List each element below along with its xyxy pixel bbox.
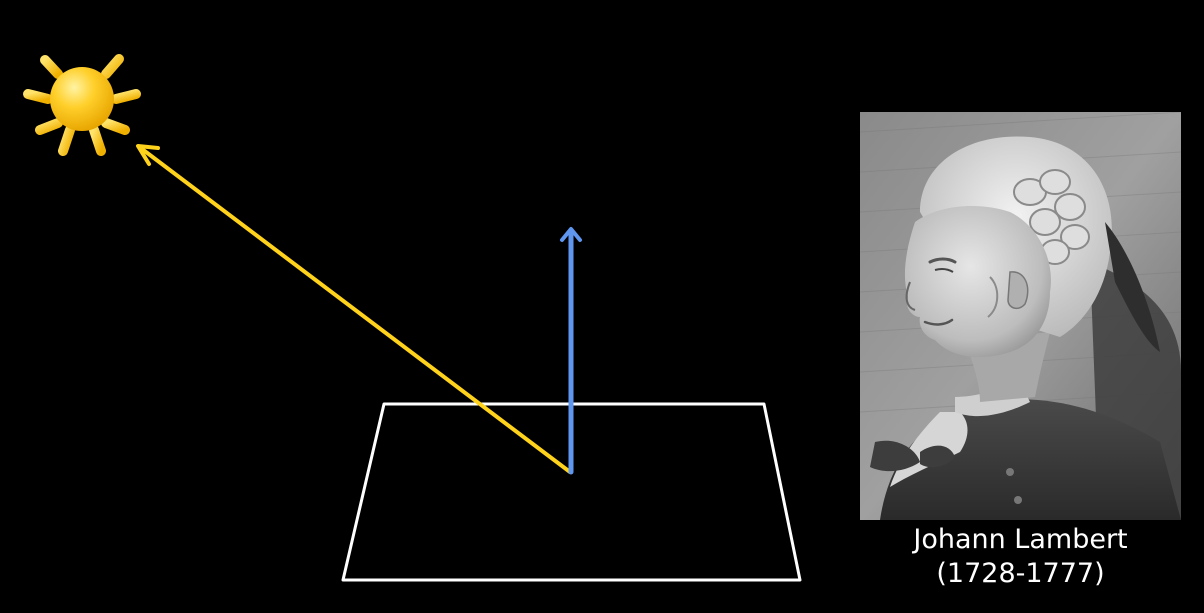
lambert-portrait (860, 112, 1181, 520)
surface-normal-arrow (560, 227, 582, 475)
light-direction-arrow (136, 144, 572, 474)
portrait-caption: Johann Lambert (1728-1777) (860, 523, 1181, 591)
portrait-caption-years: (1728-1777) (936, 558, 1105, 589)
sun-icon (23, 42, 141, 157)
portrait-caption-name: Johann Lambert (913, 524, 1128, 555)
surface-patch (341, 402, 802, 582)
